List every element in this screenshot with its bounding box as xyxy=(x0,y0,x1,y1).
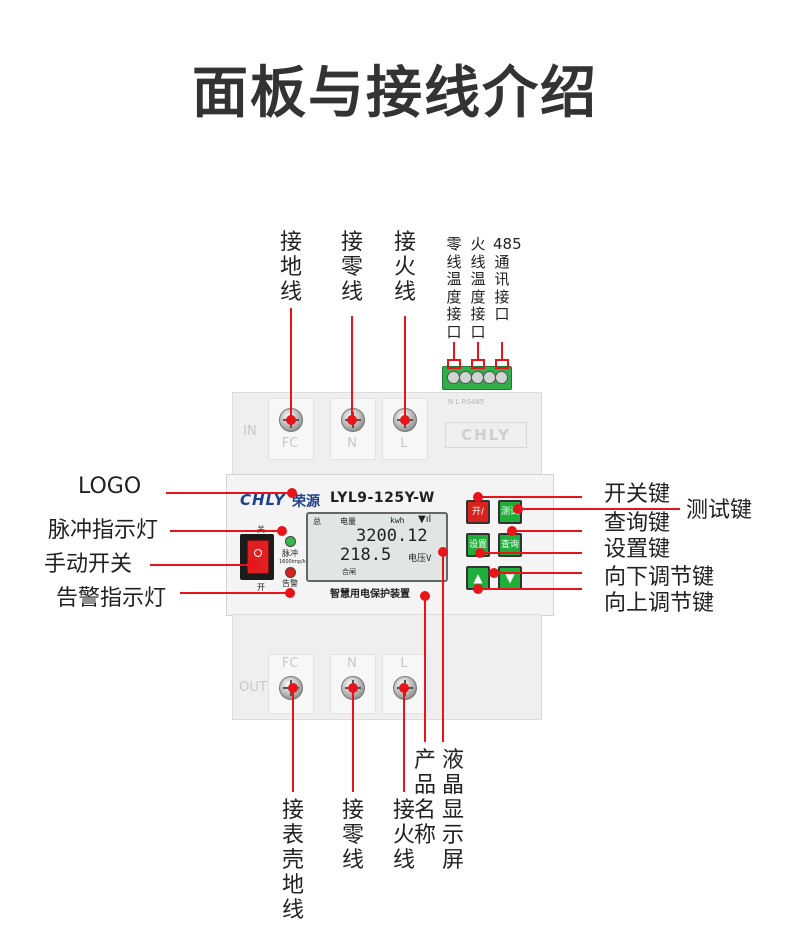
label-product-name: 产品名称 xyxy=(413,748,436,848)
label-live-top: 接火线 xyxy=(393,230,416,305)
lcd-gate: 合闸 xyxy=(342,568,356,576)
bracket-box xyxy=(495,359,509,369)
fc-text: FC xyxy=(281,656,299,671)
leader-dot xyxy=(247,560,257,570)
page-title: 面板与接线介绍 xyxy=(192,61,598,126)
bracket-box xyxy=(471,359,485,369)
lcd-screen xyxy=(306,512,448,582)
leader-dot xyxy=(475,548,485,558)
label-live-temp: 火线温度接口 xyxy=(470,235,486,341)
pulse-rate-text: 1600imp/kwh xyxy=(279,559,313,565)
fc-text: FC xyxy=(281,436,299,451)
l-text: L xyxy=(400,436,408,451)
leader-dot xyxy=(286,415,296,425)
connector-screw-icon xyxy=(495,371,508,384)
label-power-key: 开关键 xyxy=(604,482,671,507)
label-case-ground: 接表壳地线 xyxy=(281,798,304,923)
brand-cn: 荣源 xyxy=(292,494,320,510)
label-neutral-top: 接零线 xyxy=(340,230,363,305)
lcd-kwh: kwh xyxy=(390,516,405,525)
label-manual-switch: 手动开关 xyxy=(44,552,133,577)
leader-dot xyxy=(513,504,523,514)
leader-dot xyxy=(288,683,298,693)
leader-dot xyxy=(285,588,295,598)
leader-dot xyxy=(347,415,357,425)
in-text: IN xyxy=(243,424,257,439)
label-test-key: 测试键 xyxy=(686,498,753,523)
pulse-text: 脉冲 xyxy=(282,549,298,558)
out-text: OUT xyxy=(239,680,267,695)
leader-dot xyxy=(277,526,287,536)
leader-dot xyxy=(473,584,483,594)
leader-dot xyxy=(473,492,483,502)
pulse-lamp xyxy=(285,536,296,547)
leader-dot xyxy=(287,488,297,498)
power-key[interactable]: 开/关 xyxy=(466,500,490,537)
lcd-energy-label: 电量 xyxy=(340,517,356,526)
connector-marks: N L RS485 xyxy=(448,398,485,406)
label-up-key: 向上调节键 xyxy=(604,591,715,616)
leader-dot xyxy=(507,526,517,536)
leader-dot xyxy=(348,683,358,693)
label-query-key: 查询键 xyxy=(604,511,671,536)
lcd-total: 总 xyxy=(313,517,321,526)
bracket-box xyxy=(447,359,461,369)
n-text: N xyxy=(347,656,357,671)
label-lcd: 液晶显示屏 xyxy=(441,748,464,873)
power-ring-icon xyxy=(254,549,262,557)
switch-off-text: 关 xyxy=(257,525,265,534)
l-text: L xyxy=(400,656,408,671)
label-rs485: 485通讯接口 xyxy=(493,235,522,323)
label-neutral-bottom: 接零线 xyxy=(341,798,364,873)
lcd-voltage-label: 电压V xyxy=(408,554,432,564)
label-ground-top: 接地线 xyxy=(279,230,302,305)
label-pulse-lamp: 脉冲指示灯 xyxy=(48,518,159,543)
signal-icon: ▼ıl xyxy=(418,514,432,525)
leader-dot xyxy=(400,415,410,425)
alarm-lamp xyxy=(285,567,296,578)
label-down-key: 向下调节键 xyxy=(604,565,715,590)
label-alarm-lamp: 告警指示灯 xyxy=(56,586,167,611)
model-number: LYL9-125Y-W xyxy=(330,490,435,506)
switch-on-text: 开 xyxy=(257,583,265,592)
leader-dot xyxy=(438,547,448,557)
n-text: N xyxy=(347,436,357,451)
brand-logo: CHLY xyxy=(240,491,286,509)
lcd-energy-value: 3200.12 xyxy=(356,526,428,546)
label-logo: LOGO xyxy=(78,474,142,499)
product-name: 智慧用电保护装置 xyxy=(330,589,410,600)
leader-dot xyxy=(420,591,430,601)
label-neutral-temp: 零线温度接口 xyxy=(446,235,462,341)
watermark-logo: CHLY xyxy=(445,422,527,448)
lcd-voltage-value: 218.5 xyxy=(340,545,392,565)
leader-dot xyxy=(489,568,499,578)
alarm-text: 告警 xyxy=(282,579,298,588)
label-set-key: 设置键 xyxy=(604,537,671,562)
label-live-bottom: 接火线 xyxy=(392,798,415,873)
leader-dot xyxy=(399,683,409,693)
